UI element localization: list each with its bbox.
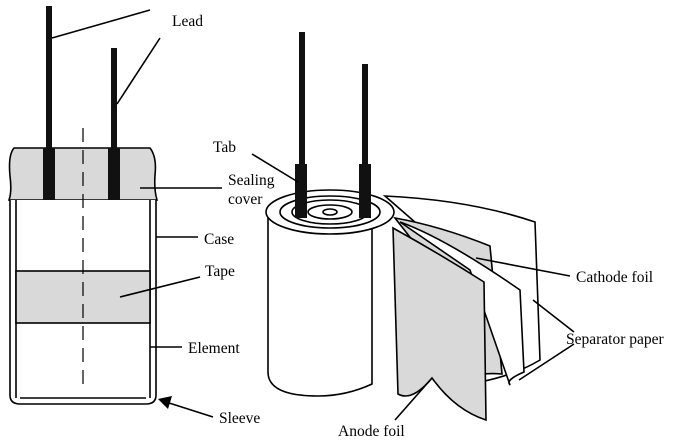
lead-wire-left xyxy=(46,6,52,148)
tab-strip-left xyxy=(295,164,307,218)
winding-ring-3 xyxy=(307,204,353,220)
capacitor-cross-section xyxy=(7,6,222,418)
anode-foil-label: Anode foil xyxy=(338,423,405,440)
lead-leader-2 xyxy=(116,37,161,105)
tab-wire-left xyxy=(299,32,305,166)
separator-paper-label: Separator paper xyxy=(566,331,665,348)
case-label: Case xyxy=(204,231,234,248)
sleeve-label: Sleeve xyxy=(219,410,260,427)
sealing-cover-label-line1: Sealing xyxy=(228,172,275,189)
separator-paper-leader-1 xyxy=(532,299,575,333)
anode-foil-leader xyxy=(394,377,433,421)
tab-label: Tab xyxy=(213,139,236,156)
separator-paper-leader-2 xyxy=(518,343,575,381)
sealing-cover-label-line2: cover xyxy=(228,191,263,208)
winding-core xyxy=(322,208,338,216)
lead-label: Lead xyxy=(172,13,203,30)
sleeve-arrowhead xyxy=(158,396,172,409)
tab-leader xyxy=(251,153,299,183)
wound-element xyxy=(251,32,575,422)
lead-tab-left xyxy=(43,148,55,200)
cathode-foil-label: Cathode foil xyxy=(576,269,653,286)
tab-wire-right xyxy=(362,64,368,166)
winding-ring-1 xyxy=(279,195,381,229)
lead-tab-right xyxy=(108,148,120,200)
tab-strip-right xyxy=(359,164,371,218)
lead-leader-1 xyxy=(51,9,151,39)
cathode-foil-leader xyxy=(475,257,571,277)
sleeve-arrow-line xyxy=(165,401,214,418)
tape-leader xyxy=(119,276,201,298)
element-label: Element xyxy=(188,340,240,357)
lead-wire-right xyxy=(111,48,117,148)
anode-foil-sheet xyxy=(392,226,487,422)
tape-label: Tape xyxy=(205,263,235,280)
cylinder-body xyxy=(267,217,373,397)
separator-paper-front xyxy=(399,221,525,386)
